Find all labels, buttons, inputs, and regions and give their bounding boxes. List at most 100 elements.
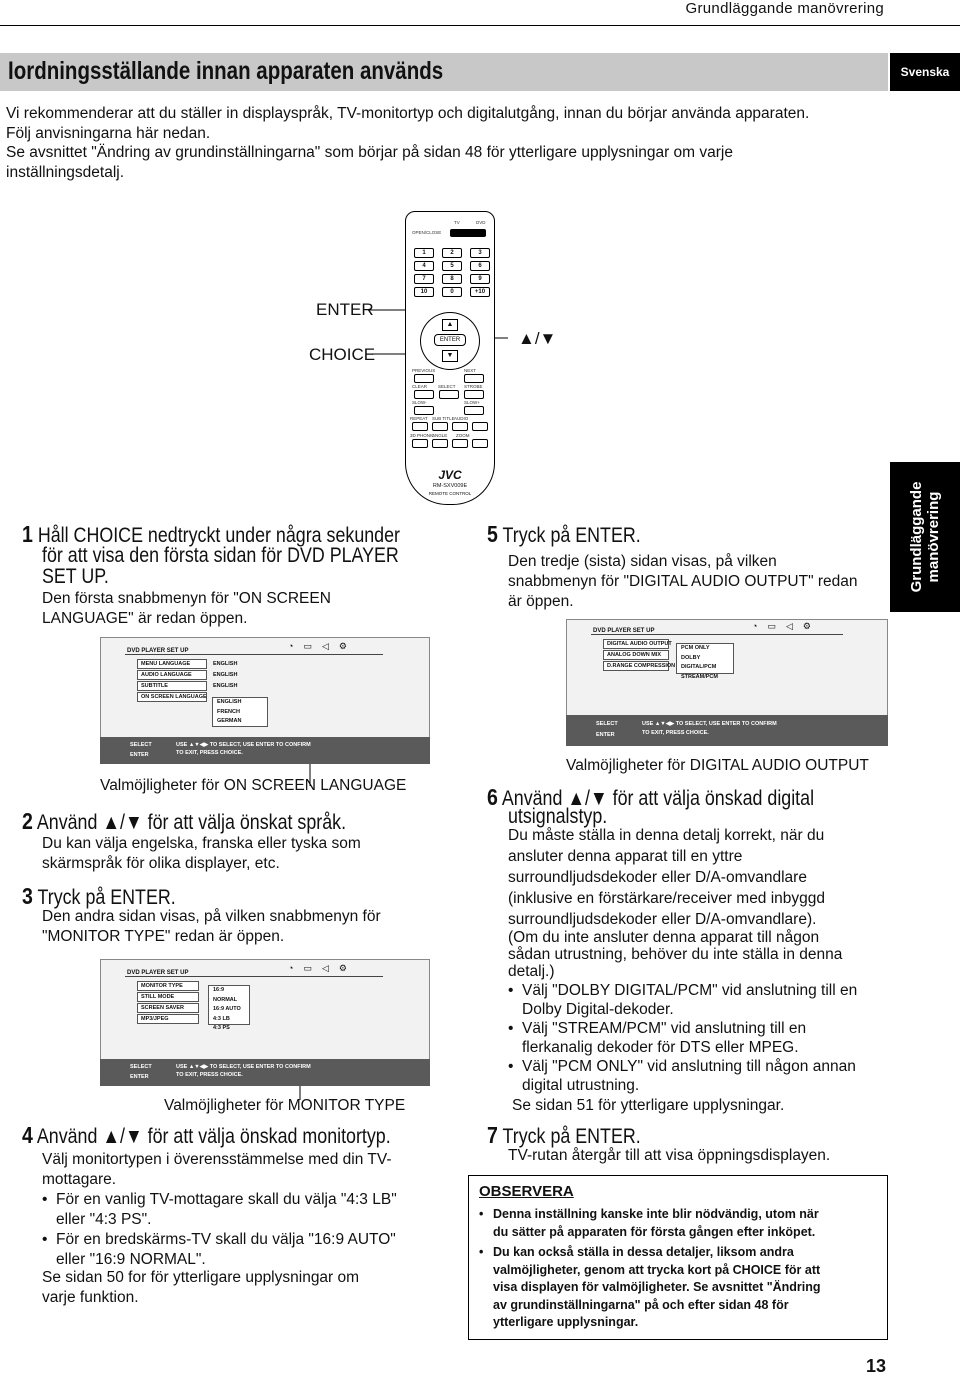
step-heading-text: Håll CHOICE nedtryckt under några sekund… <box>37 524 400 547</box>
step-4-bullet: • För en vanlig TV-mottagare skall du vä… <box>42 1190 422 1230</box>
step-6-heading: 6 Använd ▲/▼ för att välja önskad digita… <box>487 786 815 810</box>
picture-icon: ▭ <box>303 963 312 973</box>
note-line: ytterligare upplysningar. <box>493 1315 639 1329</box>
language-tab: Svenska <box>890 53 960 91</box>
screen-row-value: ENGLISH <box>213 683 238 689</box>
screen-row-selected: ON SCREEN LANGUAGE <box>137 692 207 702</box>
screen-header: DVD PLAYER SET UP <box>127 648 189 654</box>
body-line: Välj monitortypen i överensstämmelse med… <box>42 1151 392 1168</box>
step-1-heading-cont: för att visa den första sidan för DVD PL… <box>42 544 399 567</box>
remote-play-button <box>439 390 459 399</box>
body-line: Se sidan 51 för ytterligare upplysningar… <box>512 1097 785 1114</box>
screen-footer: SELECT ENTER USE ▲▼◀▶ TO SELECT, USE ENT… <box>100 1059 430 1086</box>
footer-help: TO EXIT, PRESS CHOICE. <box>176 1072 243 1078</box>
remote-stop-button <box>414 390 434 399</box>
step-3-body: Den andra sidan visas, på vilken snabbme… <box>42 907 381 947</box>
remote-up-icon: ▲ <box>442 319 458 331</box>
screen-tab-icons: ◔▭◁⚙ <box>288 963 368 975</box>
caption-pointer <box>309 764 311 786</box>
screen-row-value: ENGLISH <box>213 661 238 667</box>
screen-language: DVD PLAYER SET UP ◔▭◁⚙ MENU LANGUAGE ENG… <box>100 637 430 764</box>
remote-number-key: 2 <box>442 248 462 258</box>
remote-label-tv: TV <box>454 220 460 225</box>
remote-label: SLOW+ <box>464 400 480 405</box>
intro-line: Följ anvisningarna här nedan. <box>6 124 211 142</box>
bullet-dot: • <box>508 1020 514 1037</box>
speaker-icon: ◁ <box>321 641 329 651</box>
intro-line: Se avsnittet "Ändring av grundinställnin… <box>6 144 733 161</box>
remote-next-button <box>464 374 484 383</box>
remote-brand-logo: JVC <box>438 468 462 482</box>
step-6-note: (Om du inte ansluter denna apparat till … <box>508 929 842 980</box>
step-5-heading: 5 Tryck på ENTER. <box>487 523 641 547</box>
speaker-icon: ◁ <box>785 621 793 631</box>
body-line: Den första snabbmenyn för "ON SCREEN <box>42 590 331 607</box>
step-7-body: TV-rutan återgår till att visa öppningsd… <box>508 1146 830 1166</box>
remote-func-button <box>412 422 428 431</box>
note-line: Du kan också ställa in dessa detaljer, l… <box>493 1245 794 1259</box>
body-line: surroundljudsdekoder eller D/A-omvandlar… <box>508 911 817 928</box>
step-4-bullet: • För en bredskärms-TV skall du välja "1… <box>42 1230 422 1270</box>
footer-help: USE ▲▼◀▶ TO SELECT, USE ENTER TO CONFIRM <box>176 1064 311 1070</box>
body-line: detalj.) <box>508 963 555 980</box>
screen-footer: SELECT ENTER USE ▲▼◀▶ TO SELECT, USE ENT… <box>566 715 888 746</box>
footer-label: ENTER <box>130 1074 149 1080</box>
step-4-body: Välj monitortypen i överensstämmelse med… <box>42 1150 391 1190</box>
bullet-line: Välj "STREAM/PCM" vid anslutning till en <box>522 1020 807 1037</box>
bullet-line: eller "4:3 PS". <box>56 1211 152 1228</box>
remote-number-key: 4 <box>414 261 434 271</box>
screen-header: DVD PLAYER SET UP <box>593 628 655 634</box>
step-7-heading: 7 Tryck på ENTER. <box>487 1124 641 1148</box>
picture-icon: ▭ <box>303 641 312 651</box>
remote-func-button <box>472 439 488 448</box>
note-line: du sätter på apparaten för första gången… <box>493 1224 816 1239</box>
step-3-heading: 3 Tryck på ENTER. <box>22 885 176 909</box>
body-line: "MONITOR TYPE" redan är öppen. <box>42 928 285 945</box>
callout-enter: ENTER <box>316 300 374 319</box>
screen-header-rule <box>125 654 383 655</box>
step-heading-text: Använd ▲/▼ för att välja önskad monitort… <box>36 1125 391 1148</box>
caption-pointer <box>299 1086 301 1100</box>
remote-func-button <box>452 422 468 431</box>
bullet-dot: • <box>479 1245 484 1259</box>
remote-label: CLEAR <box>412 384 428 389</box>
picture-icon: ▭ <box>767 621 776 631</box>
running-header: Grundläggande manövrering <box>685 0 884 17</box>
remote-pause-button <box>464 390 484 399</box>
body-line: skärmspråk för olika displayer, etc. <box>42 855 280 872</box>
bullet-line: Dolby Digital-dekoder. <box>522 1001 674 1018</box>
screen-footer: SELECT ENTER USE ▲▼◀▶ TO SELECT, USE ENT… <box>100 737 430 764</box>
bullet-dot: • <box>508 982 514 999</box>
disc-icon: ◔ <box>752 621 758 631</box>
remote-func-button <box>412 439 428 448</box>
disc-icon: ◔ <box>288 963 294 973</box>
remote-label: SUB TITLE <box>432 416 455 421</box>
body-line: (inklusive en förstärkare/receiver med i… <box>508 890 826 907</box>
screen-audio: DVD PLAYER SET UP ◔▭◁⚙ DIGITAL AUDIO OUT… <box>566 619 888 746</box>
screen-option: 16:9 AUTO <box>213 1006 241 1012</box>
remote-label: ANGLE <box>432 433 448 438</box>
remote-func-button <box>432 439 448 448</box>
body-line: Den tredje (sista) sidan visas, på vilke… <box>508 553 777 570</box>
screen-option-list: PCM ONLY DOLBY DIGITAL/PCM STREAM/PCM <box>676 643 734 680</box>
gear-icon: ⚙ <box>338 963 347 973</box>
screen-option: DOLBY DIGITAL/PCM <box>681 654 717 671</box>
remote-label-open: OPEN/CLOSE <box>412 230 442 235</box>
bullet-dot: • <box>479 1207 484 1221</box>
screen-header-rule <box>125 976 383 977</box>
step-heading-text: Använd ▲/▼ för att välja önskad digital <box>501 787 815 810</box>
screen-row: SCREEN SAVER <box>137 1003 199 1013</box>
body-line: (Om du inte ansluter denna apparat till … <box>508 929 820 946</box>
step-heading-text: Tryck på ENTER. <box>37 886 176 909</box>
observera-heading: OBSERVERA <box>479 1183 574 1200</box>
remote-label: PREVIOUS <box>412 368 436 373</box>
step-1-heading-cont: SET UP. <box>42 565 109 588</box>
remote-label: SELECT <box>438 384 456 389</box>
footer-help: TO EXIT, PRESS CHOICE. <box>176 750 243 756</box>
remote-number-key: 7 <box>414 274 434 284</box>
remote-number-key: 1 <box>414 248 434 258</box>
remote-label-dvd: DVD <box>476 220 486 225</box>
page-title: Iordningsställande innan apparaten använ… <box>8 57 444 85</box>
footer-label: SELECT <box>596 721 618 727</box>
